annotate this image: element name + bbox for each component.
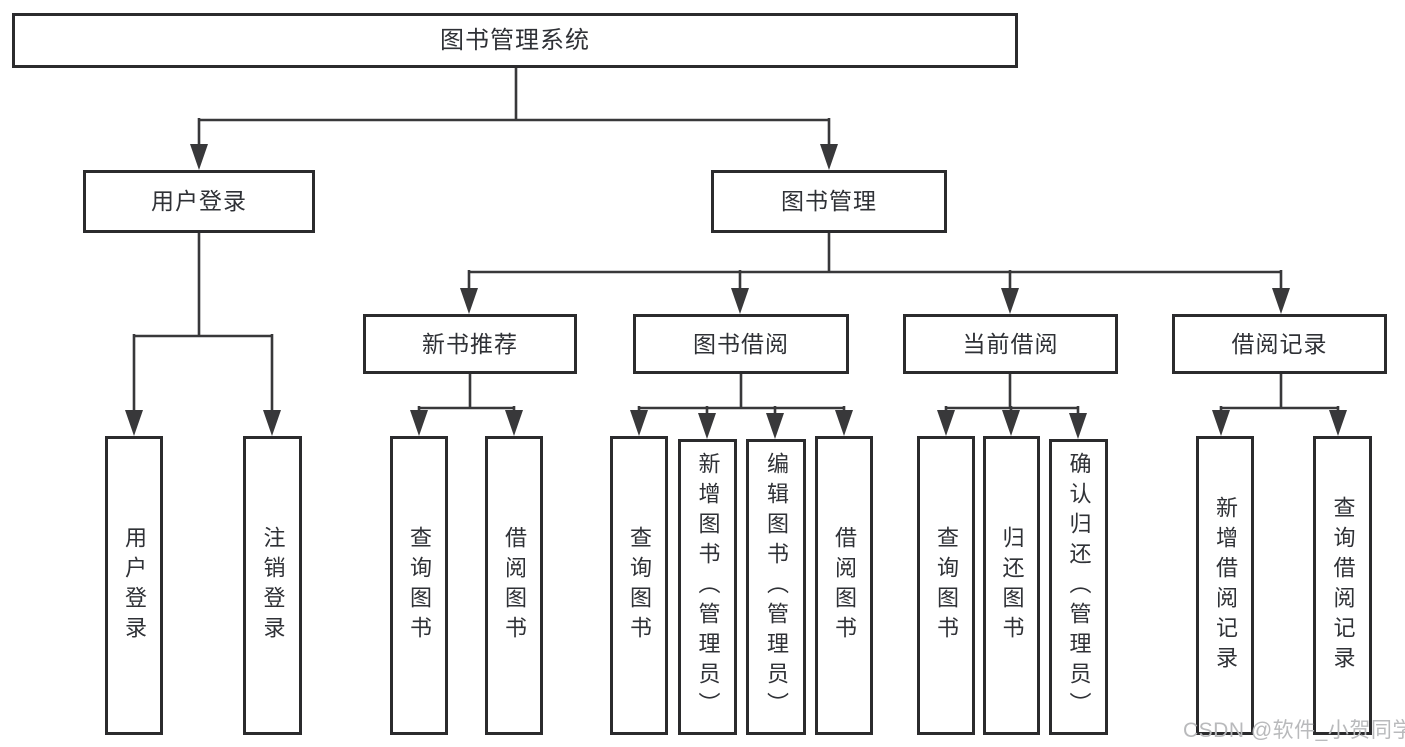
leaf-user-login-label: 用户登录 xyxy=(122,525,147,646)
node-book-management: 图书管理 xyxy=(711,170,947,233)
leaf-borrow-edit-books-admin-label: 编辑图书（管理员） xyxy=(764,452,789,722)
leaf-logout-login-label: 注销登录 xyxy=(260,525,286,646)
leaf-borrow-add-books-admin-label: 新增图书（管理员） xyxy=(695,452,721,722)
leaf-current-query-books-label: 查询图书 xyxy=(934,525,959,646)
leaf-records-query-borrow-record-label: 查询借阅记录 xyxy=(1330,495,1356,676)
leaf-recommend-query-books: 查询图书 xyxy=(390,436,448,735)
node-library-management-system-label: 图书管理系统 xyxy=(440,26,590,54)
node-library-management-system: 图书管理系统 xyxy=(12,13,1018,68)
leaf-current-return-books: 归还图书 xyxy=(983,436,1040,735)
leaf-borrow-borrow-books: 借阅图书 xyxy=(815,436,873,735)
leaf-recommend-borrow-books: 借阅图书 xyxy=(485,436,543,735)
leaf-recommend-borrow-books-label: 借阅图书 xyxy=(502,525,527,646)
leaf-borrow-add-books-admin: 新增图书（管理员） xyxy=(678,439,737,735)
leaf-records-add-borrow-record: 新增借阅记录 xyxy=(1196,436,1254,735)
leaf-current-return-books-label: 归还图书 xyxy=(999,525,1025,646)
leaf-records-add-borrow-record-label: 新增借阅记录 xyxy=(1213,495,1238,676)
node-borrow-records: 借阅记录 xyxy=(1172,314,1387,374)
csdn-watermark: CSDN @软件_小贺同学 xyxy=(1183,719,1405,742)
node-borrow-records-label: 借阅记录 xyxy=(1231,330,1328,357)
leaf-current-confirm-return-admin: 确认归还（管理员） xyxy=(1049,439,1108,735)
node-new-book-recommend-label: 新书推荐 xyxy=(422,330,518,357)
leaf-logout-login: 注销登录 xyxy=(243,436,302,735)
leaf-current-query-books: 查询图书 xyxy=(917,436,975,735)
node-book-borrow: 图书借阅 xyxy=(633,314,849,374)
node-book-borrow-label: 图书借阅 xyxy=(693,330,789,357)
node-user-login: 用户登录 xyxy=(83,170,315,233)
leaf-records-query-borrow-record: 查询借阅记录 xyxy=(1313,436,1372,735)
leaf-borrow-query-books-label: 查询图书 xyxy=(627,525,652,646)
node-current-borrow-label: 当前借阅 xyxy=(962,330,1059,357)
node-new-book-recommend: 新书推荐 xyxy=(363,314,577,374)
leaf-borrow-borrow-books-label: 借阅图书 xyxy=(832,525,857,646)
node-book-management-label: 图书管理 xyxy=(781,188,877,214)
leaf-borrow-query-books: 查询图书 xyxy=(610,436,668,735)
node-user-login-label: 用户登录 xyxy=(151,188,247,214)
leaf-user-login: 用户登录 xyxy=(105,436,163,735)
leaf-borrow-edit-books-admin: 编辑图书（管理员） xyxy=(746,439,806,735)
leaf-recommend-query-books-label: 查询图书 xyxy=(407,525,432,646)
node-current-borrow: 当前借阅 xyxy=(903,314,1118,374)
leaf-current-confirm-return-admin-label: 确认归还（管理员） xyxy=(1066,452,1092,722)
